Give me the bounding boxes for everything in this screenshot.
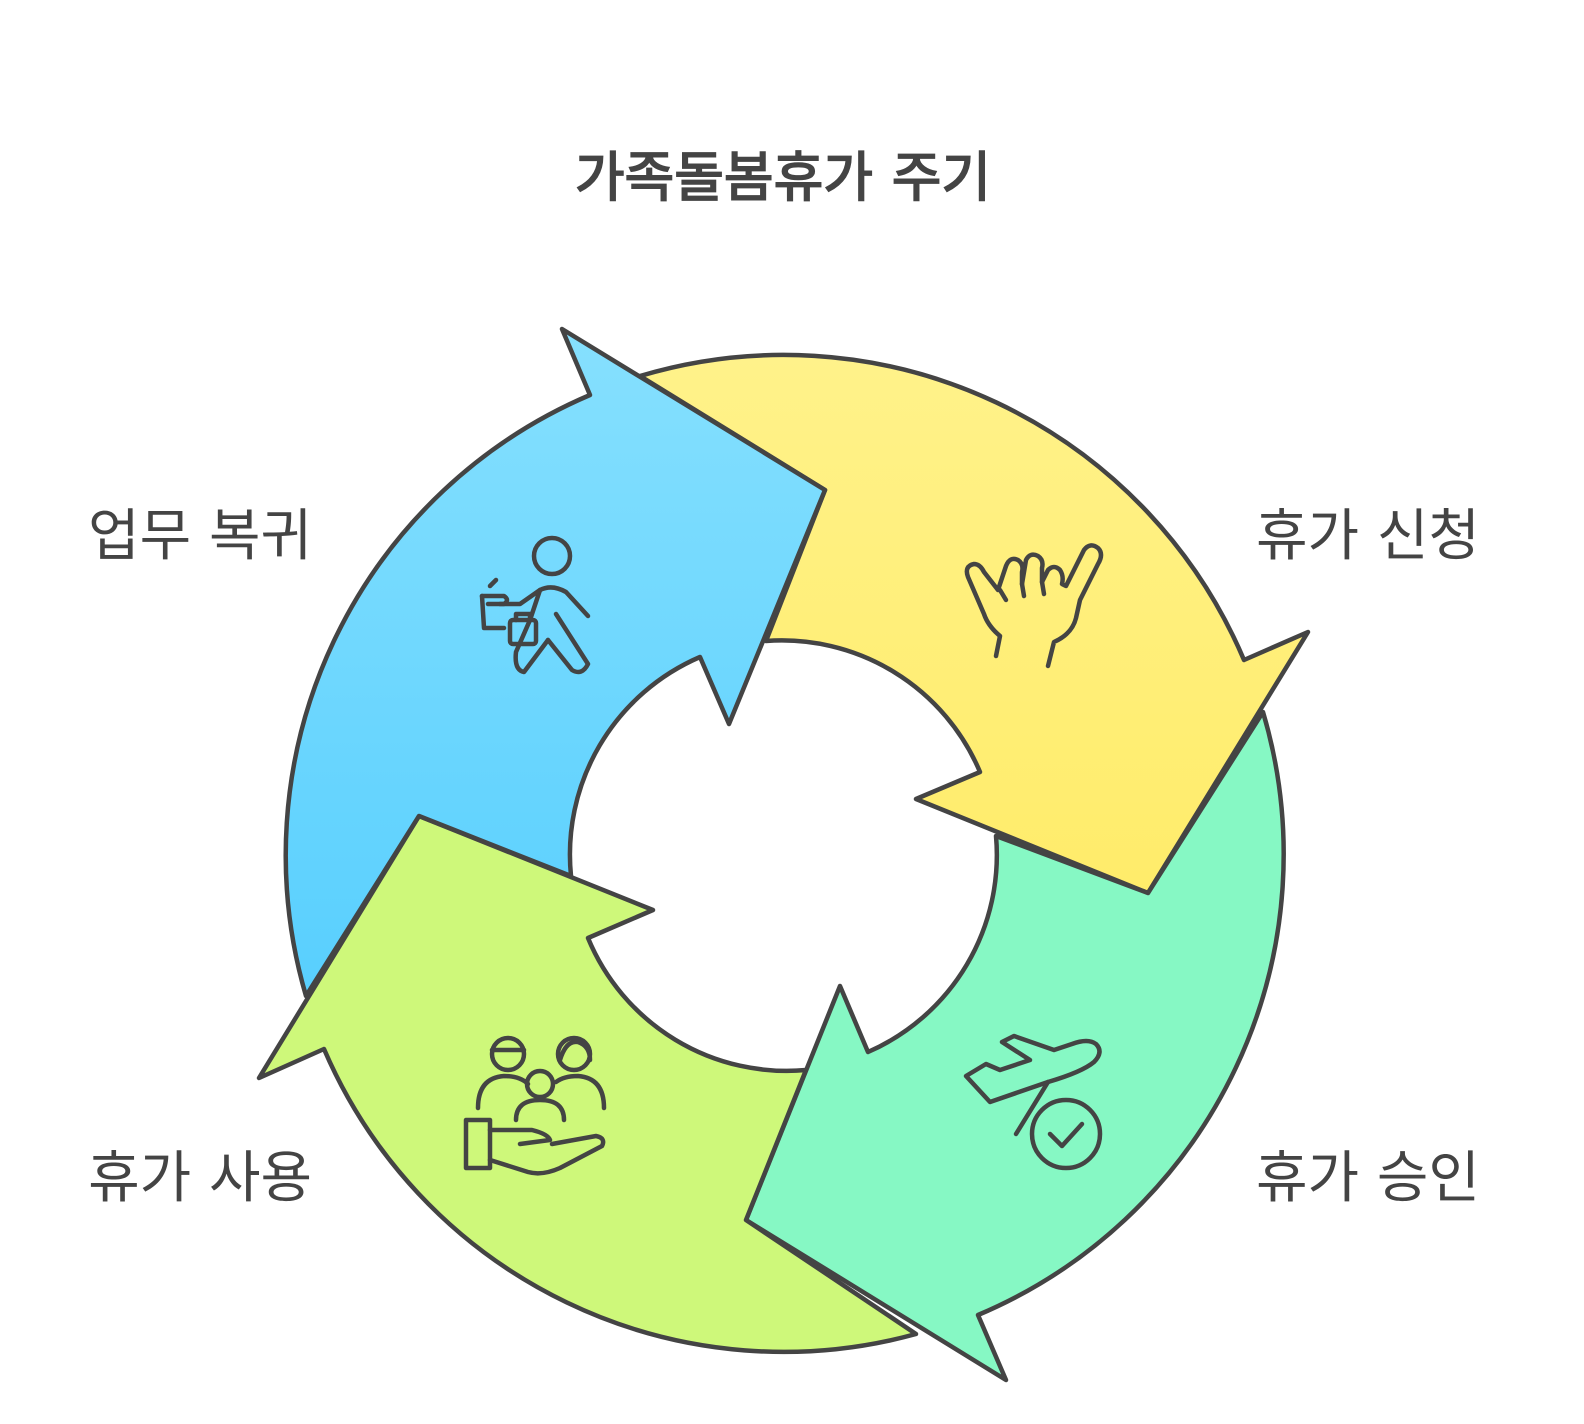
segment-leave-approval xyxy=(743,709,1286,1383)
stage-label-leave-use: 휴가 사용 xyxy=(88,1146,312,1211)
segment-leave-request xyxy=(637,352,1311,896)
airplane-check-icon xyxy=(963,1033,1103,1171)
stage-label-leave-request: 휴가 신청 xyxy=(1256,504,1480,569)
walking-commuter-icon xyxy=(479,535,591,675)
stage-label-leave-approval: 휴가 승인 xyxy=(1256,1146,1480,1211)
segment-return-to-work xyxy=(283,326,828,999)
stage-label-return-to-work: 업무 복귀 xyxy=(88,504,312,569)
diagram-title: 가족돌봄휴가 주기 xyxy=(575,146,991,209)
segment-leave-use xyxy=(256,813,919,1355)
hand-gesture-icon xyxy=(964,543,1104,669)
family-care-icon xyxy=(463,1035,607,1176)
